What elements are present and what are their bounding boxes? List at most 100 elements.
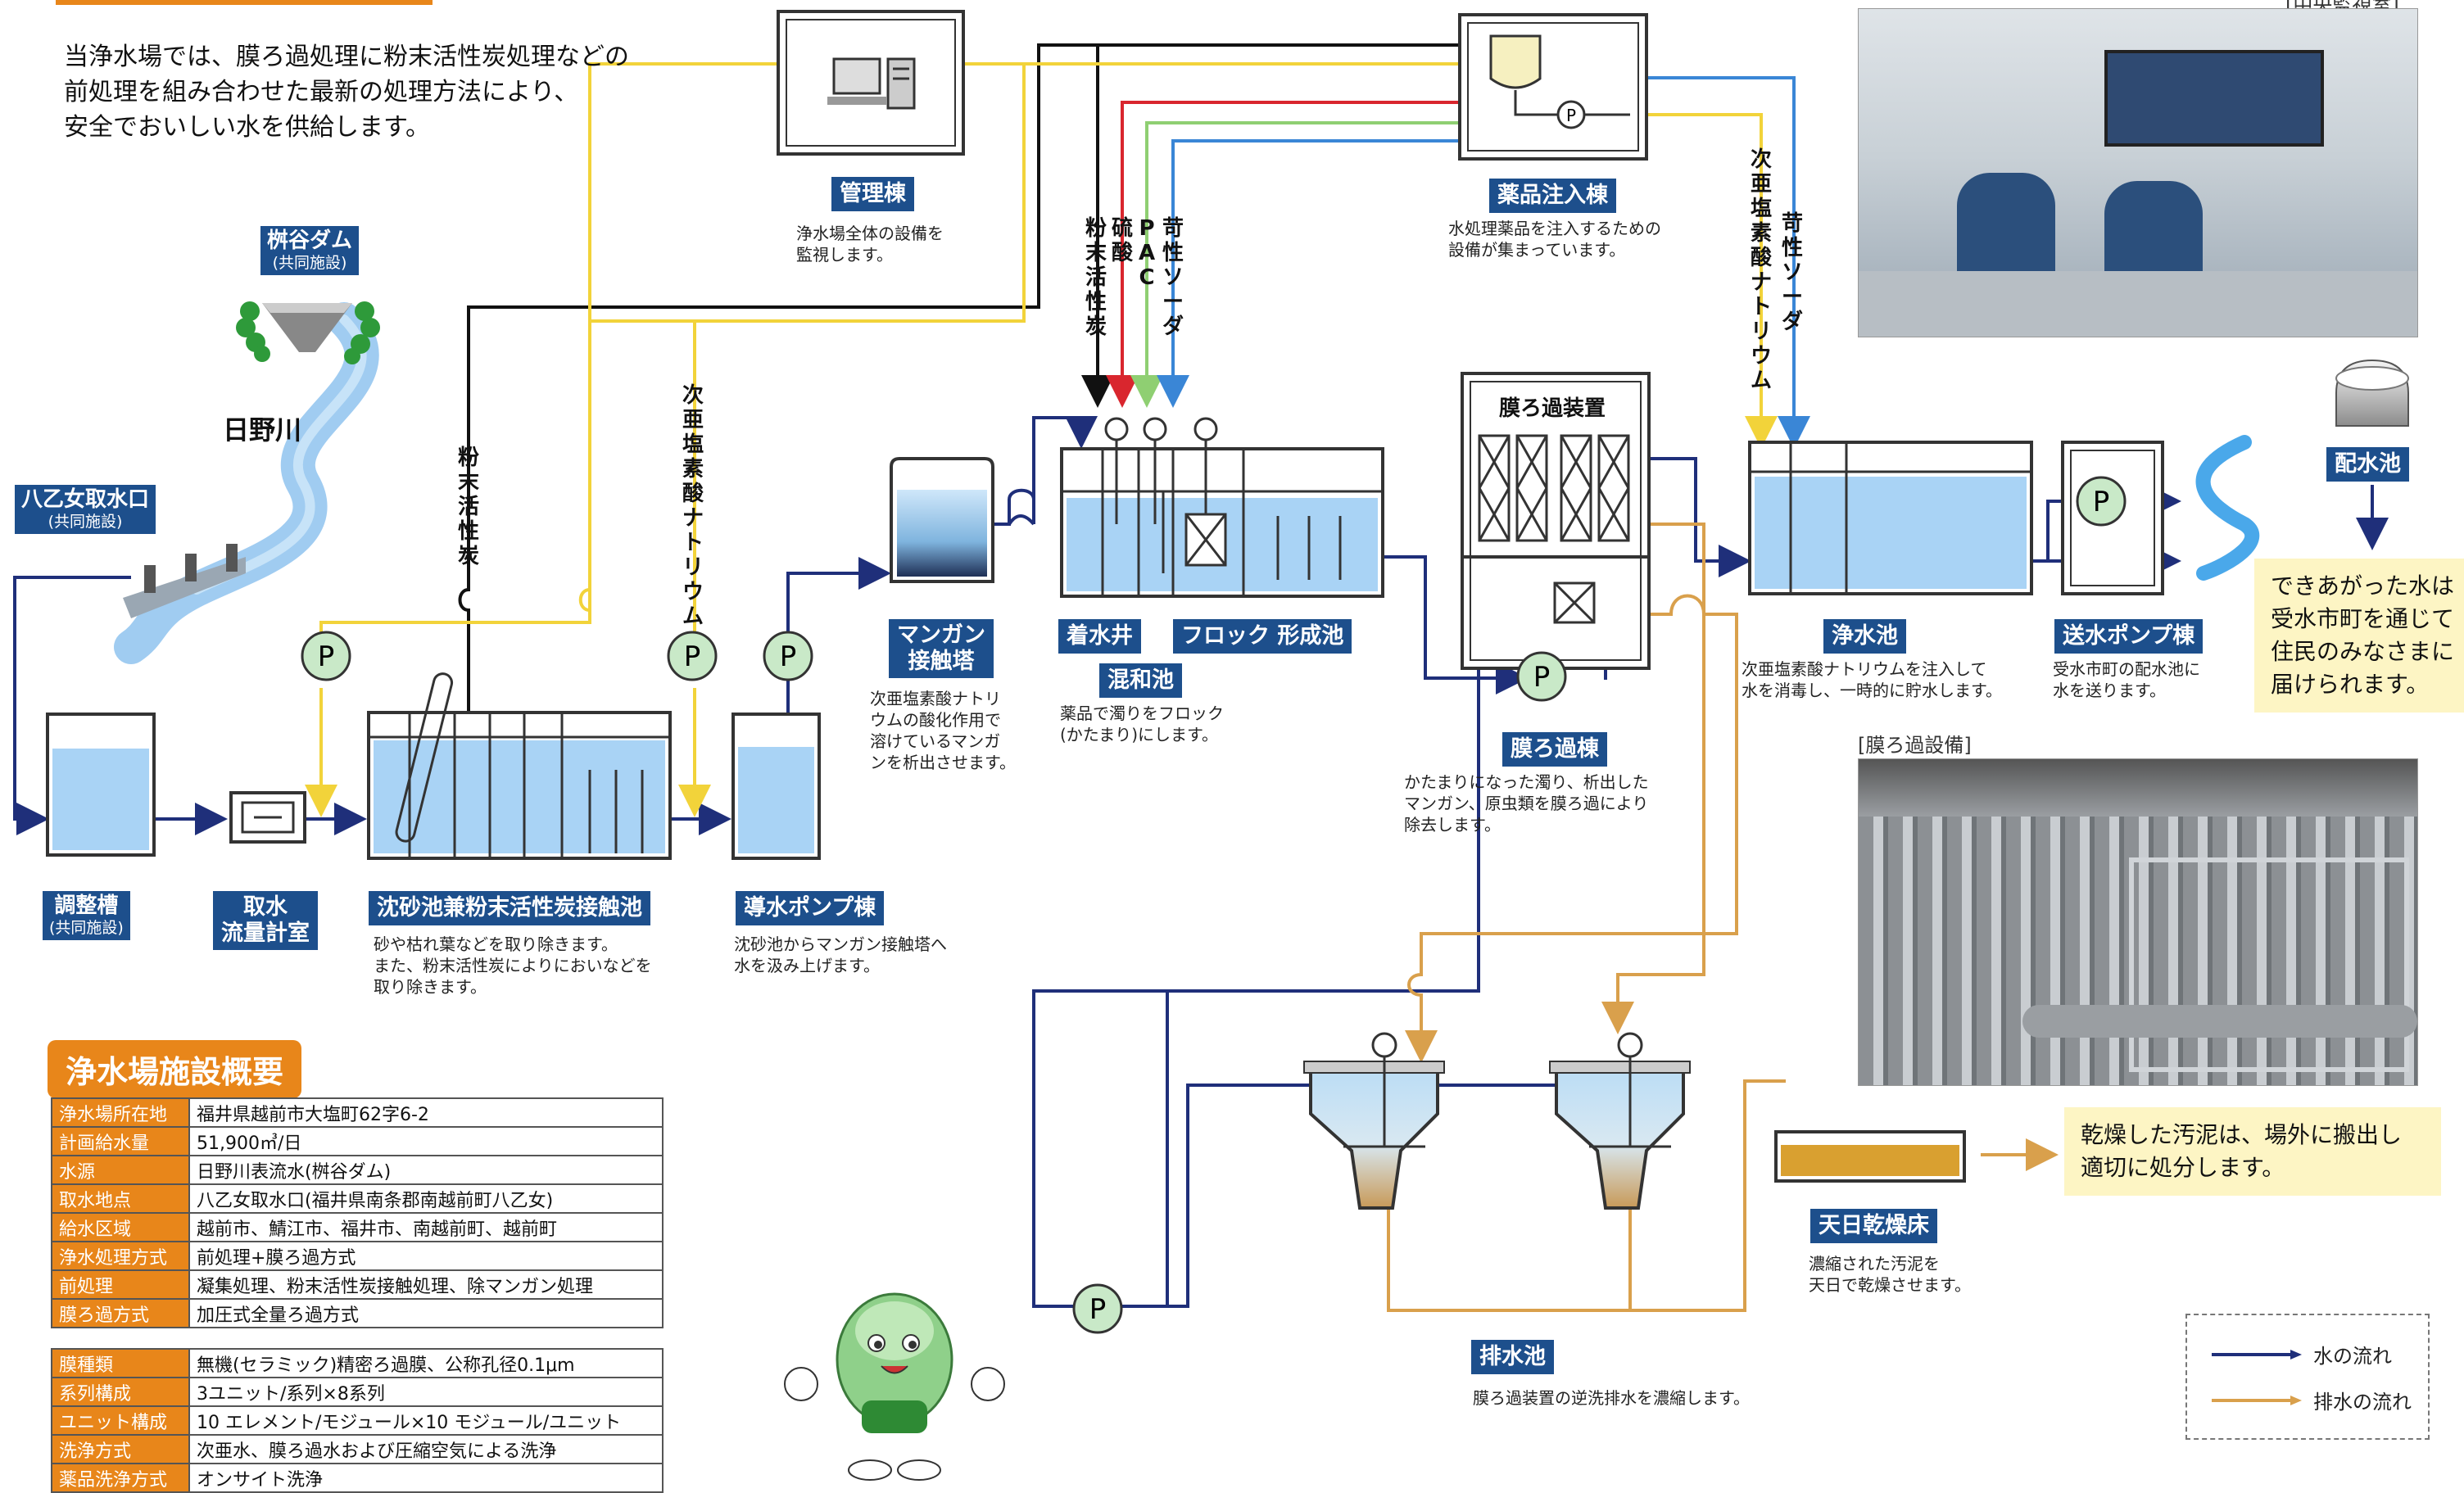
membrane-equipment-photo bbox=[1858, 758, 2418, 1086]
admin-building-label: 管理棟 bbox=[831, 177, 914, 211]
chem-line-caustic-right: 苛性ソーダ bbox=[1779, 211, 1805, 334]
membrane-unit-label: 膜ろ過装置 bbox=[1499, 391, 1606, 422]
membrane-spec-key: 膜種類 bbox=[52, 1349, 189, 1378]
legend-water-text: 水の流れ bbox=[2313, 1340, 2392, 1369]
chemical-building-desc: 水処理薬品を注入するための 設備が集まっています。 bbox=[1448, 218, 1661, 260]
overview-value: 日野川表流水(桝谷ダム) bbox=[189, 1156, 663, 1184]
chemical-building-label: 薬品注入棟 bbox=[1489, 179, 1616, 213]
adjustment-tank-label-sub: (共同施設) bbox=[49, 918, 124, 938]
distribution-reservoir-label: 配水池 bbox=[2326, 447, 2409, 482]
floc-basin-label: フロック 形成池 bbox=[1173, 619, 1352, 654]
distribution-reservoir-icon bbox=[2336, 360, 2408, 426]
flow-meter-icon bbox=[231, 793, 305, 842]
pump-hypo-left: P bbox=[302, 632, 350, 680]
overview-row: 浄水場所在地福井県越前市大塩町62字6-2 bbox=[52, 1098, 663, 1127]
dam-label: 桝谷ダム(共同施設) bbox=[260, 226, 359, 275]
mixing-basin-desc: 薬品で濁りをフロック (かたまり)にします。 bbox=[1060, 703, 1224, 745]
drainage-pond-label: 排水池 bbox=[1471, 1340, 1554, 1374]
intake-label-text: 八乙女取水口 bbox=[21, 487, 149, 512]
outgoing-pipe bbox=[2204, 442, 2253, 573]
membrane-photo-roof bbox=[1859, 759, 2417, 817]
intro-text: 当浄水場では、膜ろ過処理に粉末活性炭処理などの 前処理を組み合わせた最新の処理方… bbox=[64, 39, 629, 145]
overview-key: 膜ろ過方式 bbox=[52, 1299, 189, 1328]
overview-value: 越前市、鯖江市、福井市、南越前町、越前町 bbox=[189, 1213, 663, 1242]
membrane-building-label: 膜ろ過棟 bbox=[1502, 732, 1607, 767]
membrane-spec-row: 洗浄方式次亜水、膜ろ過水および圧縮空気による洗浄 bbox=[52, 1435, 663, 1464]
control-desk bbox=[1859, 271, 2417, 337]
adjustment-tank-label: 調整槽(共同施設) bbox=[43, 891, 130, 940]
pump-label: P bbox=[318, 640, 335, 673]
intro-line-2: 前処理を組み合わせた最新の処理方法により、 bbox=[64, 75, 629, 110]
mascot-icon bbox=[785, 1294, 1004, 1480]
legend-water: 水の流れ bbox=[2212, 1340, 2392, 1369]
pump-membrane: P bbox=[1518, 653, 1565, 700]
pump-label: P bbox=[1533, 661, 1551, 694]
legend: 水の流れ 排水の流れ bbox=[2185, 1314, 2430, 1440]
receiving-well-label: 着水井 bbox=[1058, 619, 1141, 654]
overview-row: 浄水処理方式前処理+膜ろ過方式 bbox=[52, 1242, 663, 1270]
membrane-spec-key: 洗浄方式 bbox=[52, 1435, 189, 1464]
svg-text:P: P bbox=[1566, 106, 1576, 125]
pump-send: P bbox=[2077, 477, 2125, 525]
control-room-photo bbox=[1858, 8, 2418, 337]
overview-row: 計画給水量51,900㎥/日 bbox=[52, 1127, 663, 1156]
dam-label-sub: (共同施設) bbox=[267, 253, 352, 273]
sedimentation-basin bbox=[369, 672, 670, 858]
overview-key: 浄水処理方式 bbox=[52, 1242, 189, 1270]
overview-row: 給水区域越前市、鯖江市、福井市、南越前町、越前町 bbox=[52, 1213, 663, 1242]
overview-key: 浄水場所在地 bbox=[52, 1098, 189, 1127]
clear-well bbox=[1750, 442, 2031, 594]
membrane-spec-value: 3ユニット/系列×8系列 bbox=[189, 1378, 663, 1406]
intake-label: 八乙女取水口(共同施設) bbox=[15, 485, 156, 534]
sedimentation-desc: 砂や枯れ葉などを取り除きます。 また、粉末活性炭によりにおいなどを 取り除きます… bbox=[374, 934, 652, 998]
overview-row: 前処理凝集処理、粉末活性炭接触処理、除マンガン処理 bbox=[52, 1270, 663, 1299]
chem-line-caustic: 苛性ソーダ bbox=[1160, 216, 1186, 339]
membrane-spec-value: 10 エレメント/モジュール×10 モジュール/ユニット bbox=[189, 1406, 663, 1435]
control-room-screen bbox=[2104, 50, 2324, 147]
operator-left bbox=[1957, 173, 2055, 287]
manganese-desc: 次亜塩素酸ナトリ ウムの酸化作用で 溶けているマンガ ンを析出させます。 bbox=[870, 688, 1016, 773]
overview-key: 水源 bbox=[52, 1156, 189, 1184]
overview-value: 凝集処理、粉末活性炭接触処理、除マンガン処理 bbox=[189, 1270, 663, 1299]
chem-line-pac: PAC bbox=[1134, 216, 1160, 290]
pump-label: P bbox=[780, 640, 797, 673]
chemical-building: P bbox=[1460, 15, 1646, 159]
pump-intake: P bbox=[764, 632, 812, 680]
overview-value: 福井県越前市大塩町62字6-2 bbox=[189, 1098, 663, 1127]
thickener-right bbox=[1550, 1034, 1690, 1208]
membrane-photo-pipe bbox=[2022, 1005, 2417, 1038]
mixing-basin-label: 混和池 bbox=[1099, 663, 1182, 698]
chem-line-powder-carbon: 粉末活性炭 bbox=[1083, 216, 1109, 339]
membrane-spec-key: 系列構成 bbox=[52, 1378, 189, 1406]
overview-title: 浄水場施設概要 bbox=[48, 1040, 301, 1098]
overview-key: 前処理 bbox=[52, 1270, 189, 1299]
drying-bed bbox=[1776, 1132, 1964, 1181]
intake-label-sub: (共同施設) bbox=[21, 512, 149, 532]
adjustment-tank-label-text: 調整槽 bbox=[54, 894, 118, 918]
drainage-pond-desc: 膜ろ過装置の逆洗排水を濃縮します。 bbox=[1473, 1387, 1750, 1409]
dam-label-text: 桝谷ダム bbox=[267, 228, 352, 253]
overview-value: 加圧式全量ろ過方式 bbox=[189, 1299, 663, 1328]
chem-line-hypo-right: 次亜塩素酸ナトリウム bbox=[1748, 147, 1774, 393]
overview-value: 51,900㎥/日 bbox=[189, 1127, 663, 1156]
membrane-photo-frame bbox=[2129, 857, 2409, 1072]
thickener-left bbox=[1304, 1034, 1444, 1208]
membrane-spec-row: ユニット構成10 エレメント/モジュール×10 モジュール/ユニット bbox=[52, 1406, 663, 1435]
admin-building bbox=[778, 11, 963, 154]
membrane-spec-value: オンサイト洗浄 bbox=[189, 1464, 663, 1492]
pump-label: P bbox=[684, 640, 701, 673]
overview-value: 前処理+膜ろ過方式 bbox=[189, 1242, 663, 1270]
chem-line-powder-carbon-left: 粉末活性炭 bbox=[455, 446, 482, 568]
send-pump-label: 送水ポンプ棟 bbox=[2054, 619, 2203, 654]
membrane-spec-row: 膜種類無機(セラミック)精密ろ過膜、公称孔径0.1μm bbox=[52, 1349, 663, 1378]
pump-intake-label: 導水ポンプ棟 bbox=[736, 891, 884, 925]
clear-well-label: 浄水池 bbox=[1823, 619, 1906, 654]
river-label: 日野川 bbox=[223, 409, 301, 447]
pump-intake-desc: 沈砂池からマンガン接触塔へ 水を汲み上げます。 bbox=[734, 934, 947, 976]
chem-line-hypo-left: 次亜塩素酸ナトリウム bbox=[680, 383, 706, 629]
legend-drain-line-icon bbox=[2212, 1395, 2302, 1406]
chem-line-sulfuric: 硫酸 bbox=[1109, 216, 1135, 265]
adjustment-tank bbox=[48, 714, 154, 855]
